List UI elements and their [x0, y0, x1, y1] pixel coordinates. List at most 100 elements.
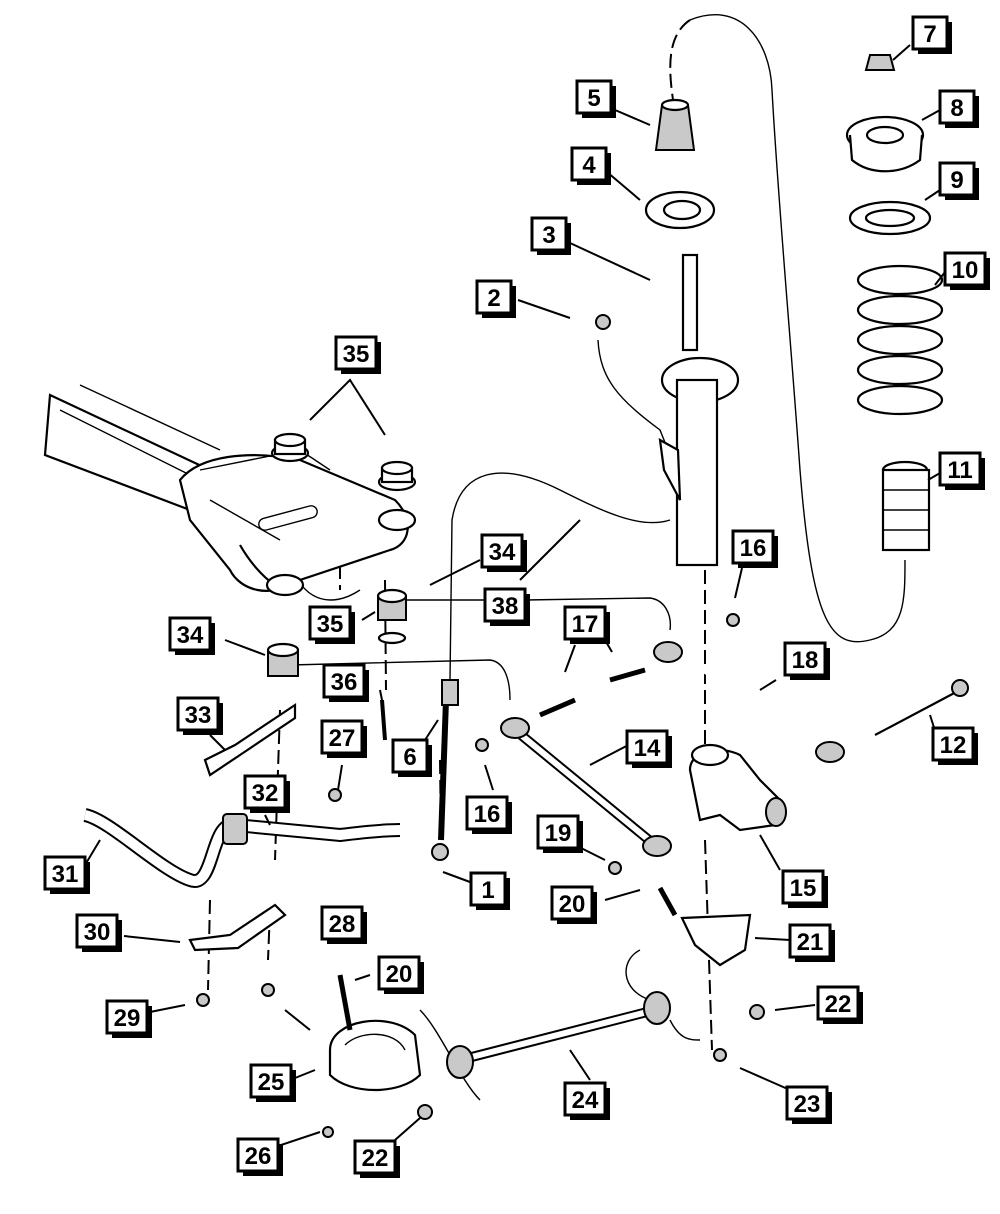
svg-text:5: 5 [587, 85, 600, 112]
svg-text:30: 30 [84, 919, 111, 946]
callout-labels: 1 2 3 4 5 6 7 8 9 10 11 12 14 15 16 16 1… [43, 15, 990, 1178]
label-2: 2 [475, 279, 516, 318]
label-17: 17 [563, 605, 610, 644]
svg-text:32: 32 [252, 780, 279, 807]
bushing-34-right [376, 588, 408, 645]
svg-text:20: 20 [386, 961, 413, 988]
svg-text:20: 20 [559, 891, 586, 918]
svg-text:16: 16 [474, 801, 501, 828]
svg-text:12: 12 [940, 732, 967, 759]
svg-text:34: 34 [177, 622, 204, 649]
coil-spring [856, 264, 944, 416]
lateral-link-18 [653, 641, 845, 763]
svg-text:34: 34 [489, 539, 516, 566]
crossmember [43, 384, 417, 597]
label-24: 24 [563, 1081, 610, 1120]
svg-text:18: 18 [792, 647, 819, 674]
svg-text:35: 35 [343, 341, 370, 368]
svg-text:29: 29 [114, 1005, 141, 1032]
stabilizer-bar [82, 808, 401, 888]
label-16-top: 16 [731, 529, 778, 568]
label-18: 18 [783, 641, 830, 680]
label-12: 12 [931, 726, 978, 765]
svg-text:16: 16 [740, 535, 767, 562]
bracket-21 [680, 913, 752, 967]
label-30: 30 [75, 913, 122, 952]
svg-text:22: 22 [825, 991, 852, 1018]
svg-text:38: 38 [492, 593, 519, 620]
svg-text:31: 31 [52, 861, 79, 888]
label-29: 29 [105, 999, 152, 1038]
svg-text:23: 23 [794, 1091, 821, 1118]
svg-text:1: 1 [481, 877, 494, 904]
knuckle [688, 743, 787, 832]
label-3: 3 [530, 216, 571, 255]
label-31: 31 [43, 855, 90, 894]
svg-text:15: 15 [790, 875, 817, 902]
svg-text:2: 2 [487, 285, 500, 312]
svg-text:22: 22 [362, 1145, 389, 1172]
isolator-upper-left [270, 432, 310, 463]
label-38: 38 [483, 587, 530, 626]
dust-boot [881, 460, 931, 552]
svg-text:33: 33 [185, 702, 212, 729]
label-34-right: 34 [480, 533, 527, 572]
nut-7 [864, 54, 896, 71]
isolator-upper-right [377, 460, 417, 492]
svg-text:9: 9 [950, 167, 963, 194]
svg-text:6: 6 [403, 744, 416, 771]
trailing-link-24 [446, 991, 671, 1079]
svg-text:3: 3 [542, 222, 555, 249]
svg-text:35: 35 [317, 611, 344, 638]
label-22-bottom: 22 [353, 1139, 400, 1178]
svg-text:4: 4 [582, 152, 596, 179]
label-14: 14 [625, 729, 672, 768]
label-21: 21 [788, 923, 835, 962]
label-36: 36 [322, 663, 369, 702]
label-16-mid: 16 [465, 795, 512, 834]
label-6: 6 [391, 738, 432, 777]
svg-text:36: 36 [331, 669, 358, 696]
fasteners [196, 613, 765, 1138]
svg-text:14: 14 [634, 735, 661, 762]
svg-text:26: 26 [245, 1143, 272, 1170]
clamp-30 [188, 903, 287, 952]
clamp-33 [203, 702, 297, 777]
label-34-left: 34 [168, 616, 215, 655]
svg-text:25: 25 [258, 1069, 285, 1096]
label-28: 28 [320, 905, 367, 944]
bracket-25 [328, 1019, 422, 1091]
nut-2 [595, 314, 611, 330]
label-35-top: 35 [334, 335, 381, 374]
label-32: 32 [243, 774, 290, 813]
upper-mount [845, 115, 925, 173]
label-26: 26 [236, 1137, 283, 1176]
label-8: 8 [938, 89, 979, 128]
svg-text:17: 17 [572, 611, 599, 638]
label-19: 19 [536, 814, 583, 853]
label-5: 5 [575, 79, 616, 118]
svg-text:19: 19 [545, 820, 572, 847]
svg-text:27: 27 [329, 725, 356, 752]
jounce-bumper [654, 98, 696, 151]
label-35-mid: 35 [308, 605, 355, 644]
label-10: 10 [943, 251, 990, 290]
label-25: 25 [249, 1063, 296, 1102]
strut-assembly [658, 253, 740, 567]
label-11: 11 [938, 451, 985, 490]
label-4: 4 [570, 146, 611, 185]
svg-text:7: 7 [923, 21, 936, 48]
svg-text:28: 28 [329, 911, 356, 938]
label-7: 7 [911, 15, 952, 54]
label-20-left: 20 [377, 955, 424, 994]
label-23: 23 [785, 1085, 832, 1124]
svg-text:11: 11 [947, 457, 972, 484]
label-22-right: 22 [816, 985, 863, 1024]
spring-isolator [848, 200, 932, 236]
label-27: 27 [320, 719, 367, 758]
bushing-34-left [266, 642, 300, 677]
label-9: 9 [938, 161, 979, 200]
label-15: 15 [781, 869, 828, 908]
bolt-12 [874, 679, 969, 736]
